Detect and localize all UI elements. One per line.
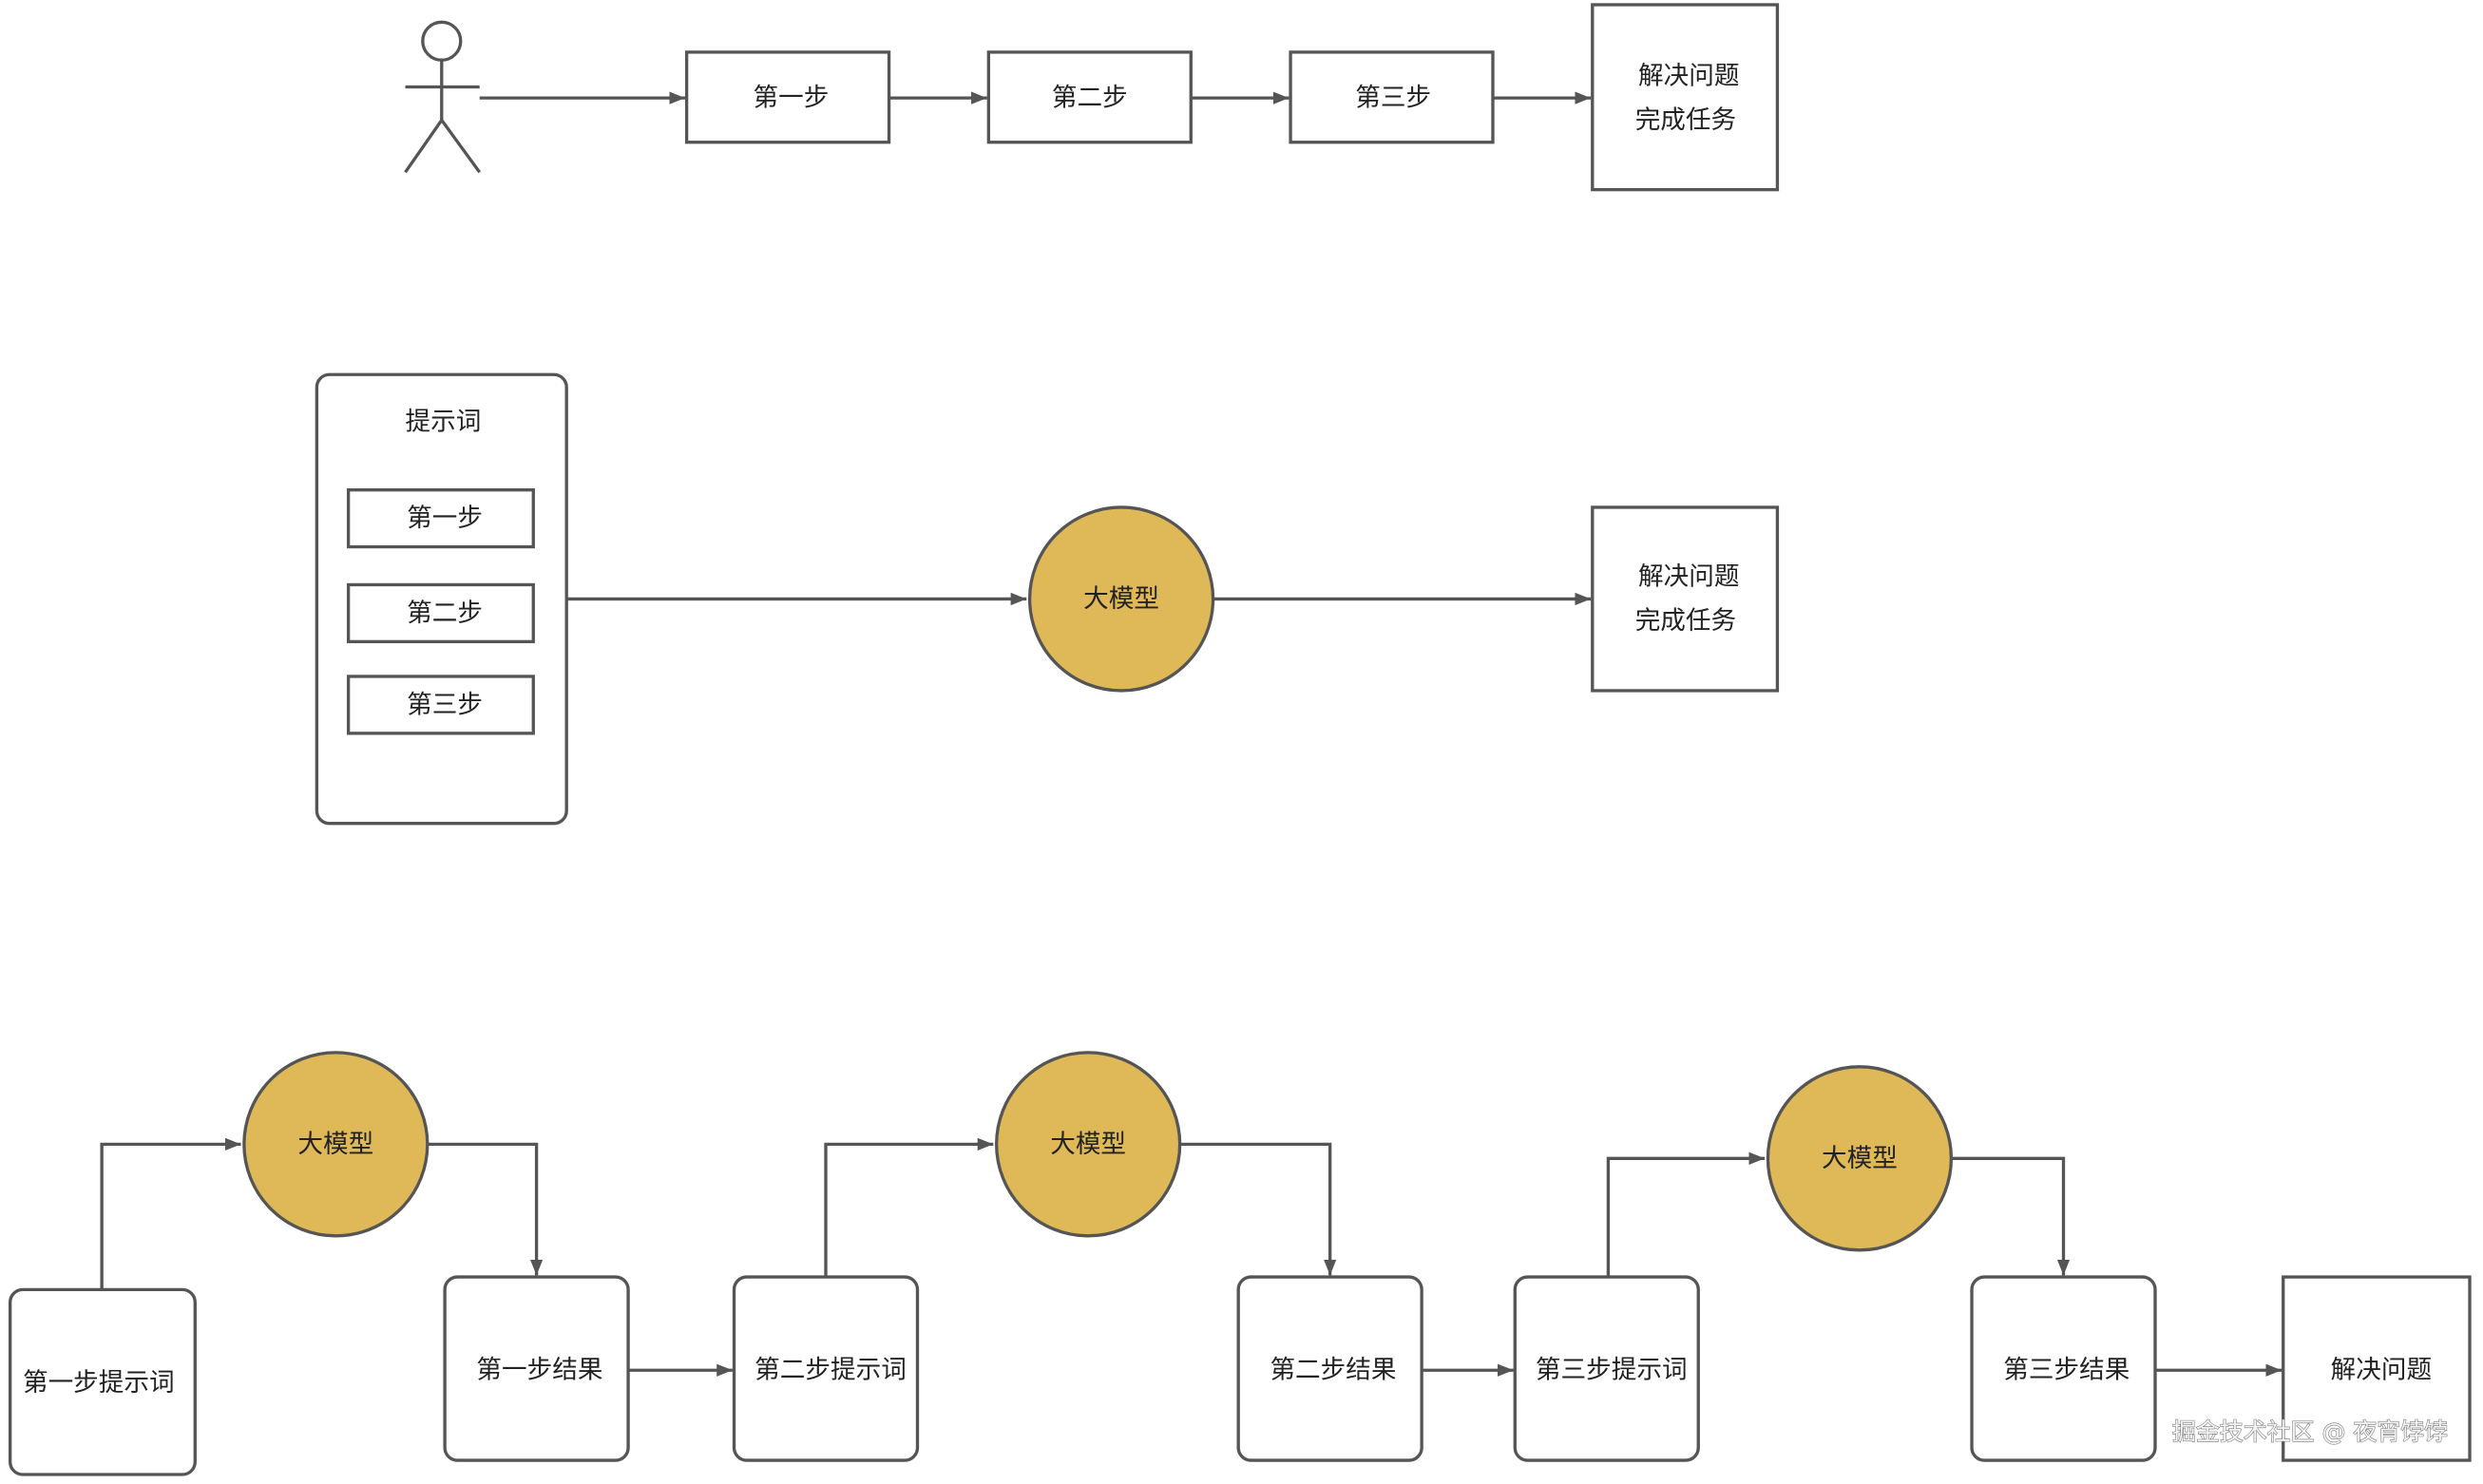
- arrow-model1-to-step1-result: [427, 1142, 544, 1276]
- middle-model-label: 大模型: [1083, 584, 1159, 614]
- top-flow: 第一步 第二步 第三步 解决问题 完成任务: [404, 3, 1780, 192]
- middle-model-node: 大模型: [1027, 505, 1215, 693]
- step1-prompt-label: 第一步提示词: [23, 1368, 175, 1398]
- step1-result-node: 第一步结果: [443, 1275, 630, 1462]
- top-step3-node: 第三步: [1289, 50, 1495, 144]
- middle-result-line2: 完成任务: [1635, 606, 1736, 636]
- step3-prompt-node: 第三步提示词: [1513, 1275, 1700, 1462]
- prompt-step3-label: 第三步: [407, 690, 483, 719]
- final-result-label: 解决问题: [2331, 1356, 2432, 1385]
- step3-result-node: 第三步结果: [1970, 1275, 2157, 1462]
- top-result-line2: 完成任务: [1635, 105, 1736, 135]
- step2-prompt-label: 第二步提示词: [754, 1356, 907, 1385]
- arrow-step2-prompt-to-model2: [824, 1137, 994, 1278]
- prompt-step2: 第二步: [346, 582, 535, 644]
- prompt-step2-label: 第二步: [407, 599, 483, 628]
- prompt-step3: 第三步: [346, 675, 535, 735]
- model3-node: 大模型: [1766, 1065, 1954, 1252]
- arrow-step3-prompt-to-model3: [1606, 1151, 1766, 1278]
- model3-label: 大模型: [1822, 1144, 1898, 1173]
- middle-flow: 提示词 第一步 第二步 第三步 大模型 解决问题 完成任务: [315, 372, 1780, 826]
- top-result-line1: 解决问题: [1638, 61, 1739, 90]
- step3-result-label: 第三步结果: [2003, 1356, 2130, 1385]
- step2-prompt-node: 第二步提示词: [732, 1275, 920, 1462]
- prompt-title: 提示词: [406, 408, 482, 437]
- middle-result-line1: 解决问题: [1638, 562, 1739, 592]
- step2-result-node: 第二步结果: [1236, 1275, 1423, 1462]
- step1-result-label: 第一步结果: [476, 1356, 602, 1385]
- arrow-model3-to-step3-result: [1951, 1156, 2071, 1276]
- arrow-step1-prompt-to-model1: [100, 1137, 241, 1290]
- stick-figure-icon: [404, 20, 482, 174]
- step3-prompt-label: 第三步提示词: [1536, 1356, 1688, 1385]
- arrow-model2-to-step2-result: [1179, 1142, 1337, 1276]
- prompt-step1: 第一步: [346, 488, 535, 549]
- model1-label: 大模型: [297, 1130, 373, 1159]
- top-result-node: 解决问题 完成任务: [1591, 3, 1780, 192]
- top-step1-node: 第一步: [684, 50, 891, 144]
- model2-label: 大模型: [1050, 1130, 1126, 1159]
- final-result-node: 解决问题: [2282, 1275, 2472, 1462]
- bottom-flow: 第一步提示词 大模型 第一步结果 第二步提示词 大模型 第二步结果: [8, 1051, 2472, 1476]
- model2-node: 大模型: [994, 1051, 1182, 1238]
- prompt-container: 提示词 第一步 第二步 第三步: [315, 372, 568, 826]
- top-step2-label: 第二步: [1052, 84, 1128, 113]
- step2-result-label: 第二步结果: [1270, 1356, 1396, 1385]
- top-step3-label: 第三步: [1355, 84, 1431, 113]
- model1-node: 大模型: [242, 1051, 430, 1238]
- middle-result-node: 解决问题 完成任务: [1591, 505, 1780, 693]
- step1-prompt-node: 第一步提示词: [8, 1287, 197, 1476]
- top-step2-node: 第二步: [986, 50, 1193, 144]
- top-step1-label: 第一步: [753, 84, 829, 113]
- prompt-step1-label: 第一步: [407, 504, 483, 533]
- watermark: 掘金技术社区 @ 夜宵饽饽: [2172, 1418, 2448, 1446]
